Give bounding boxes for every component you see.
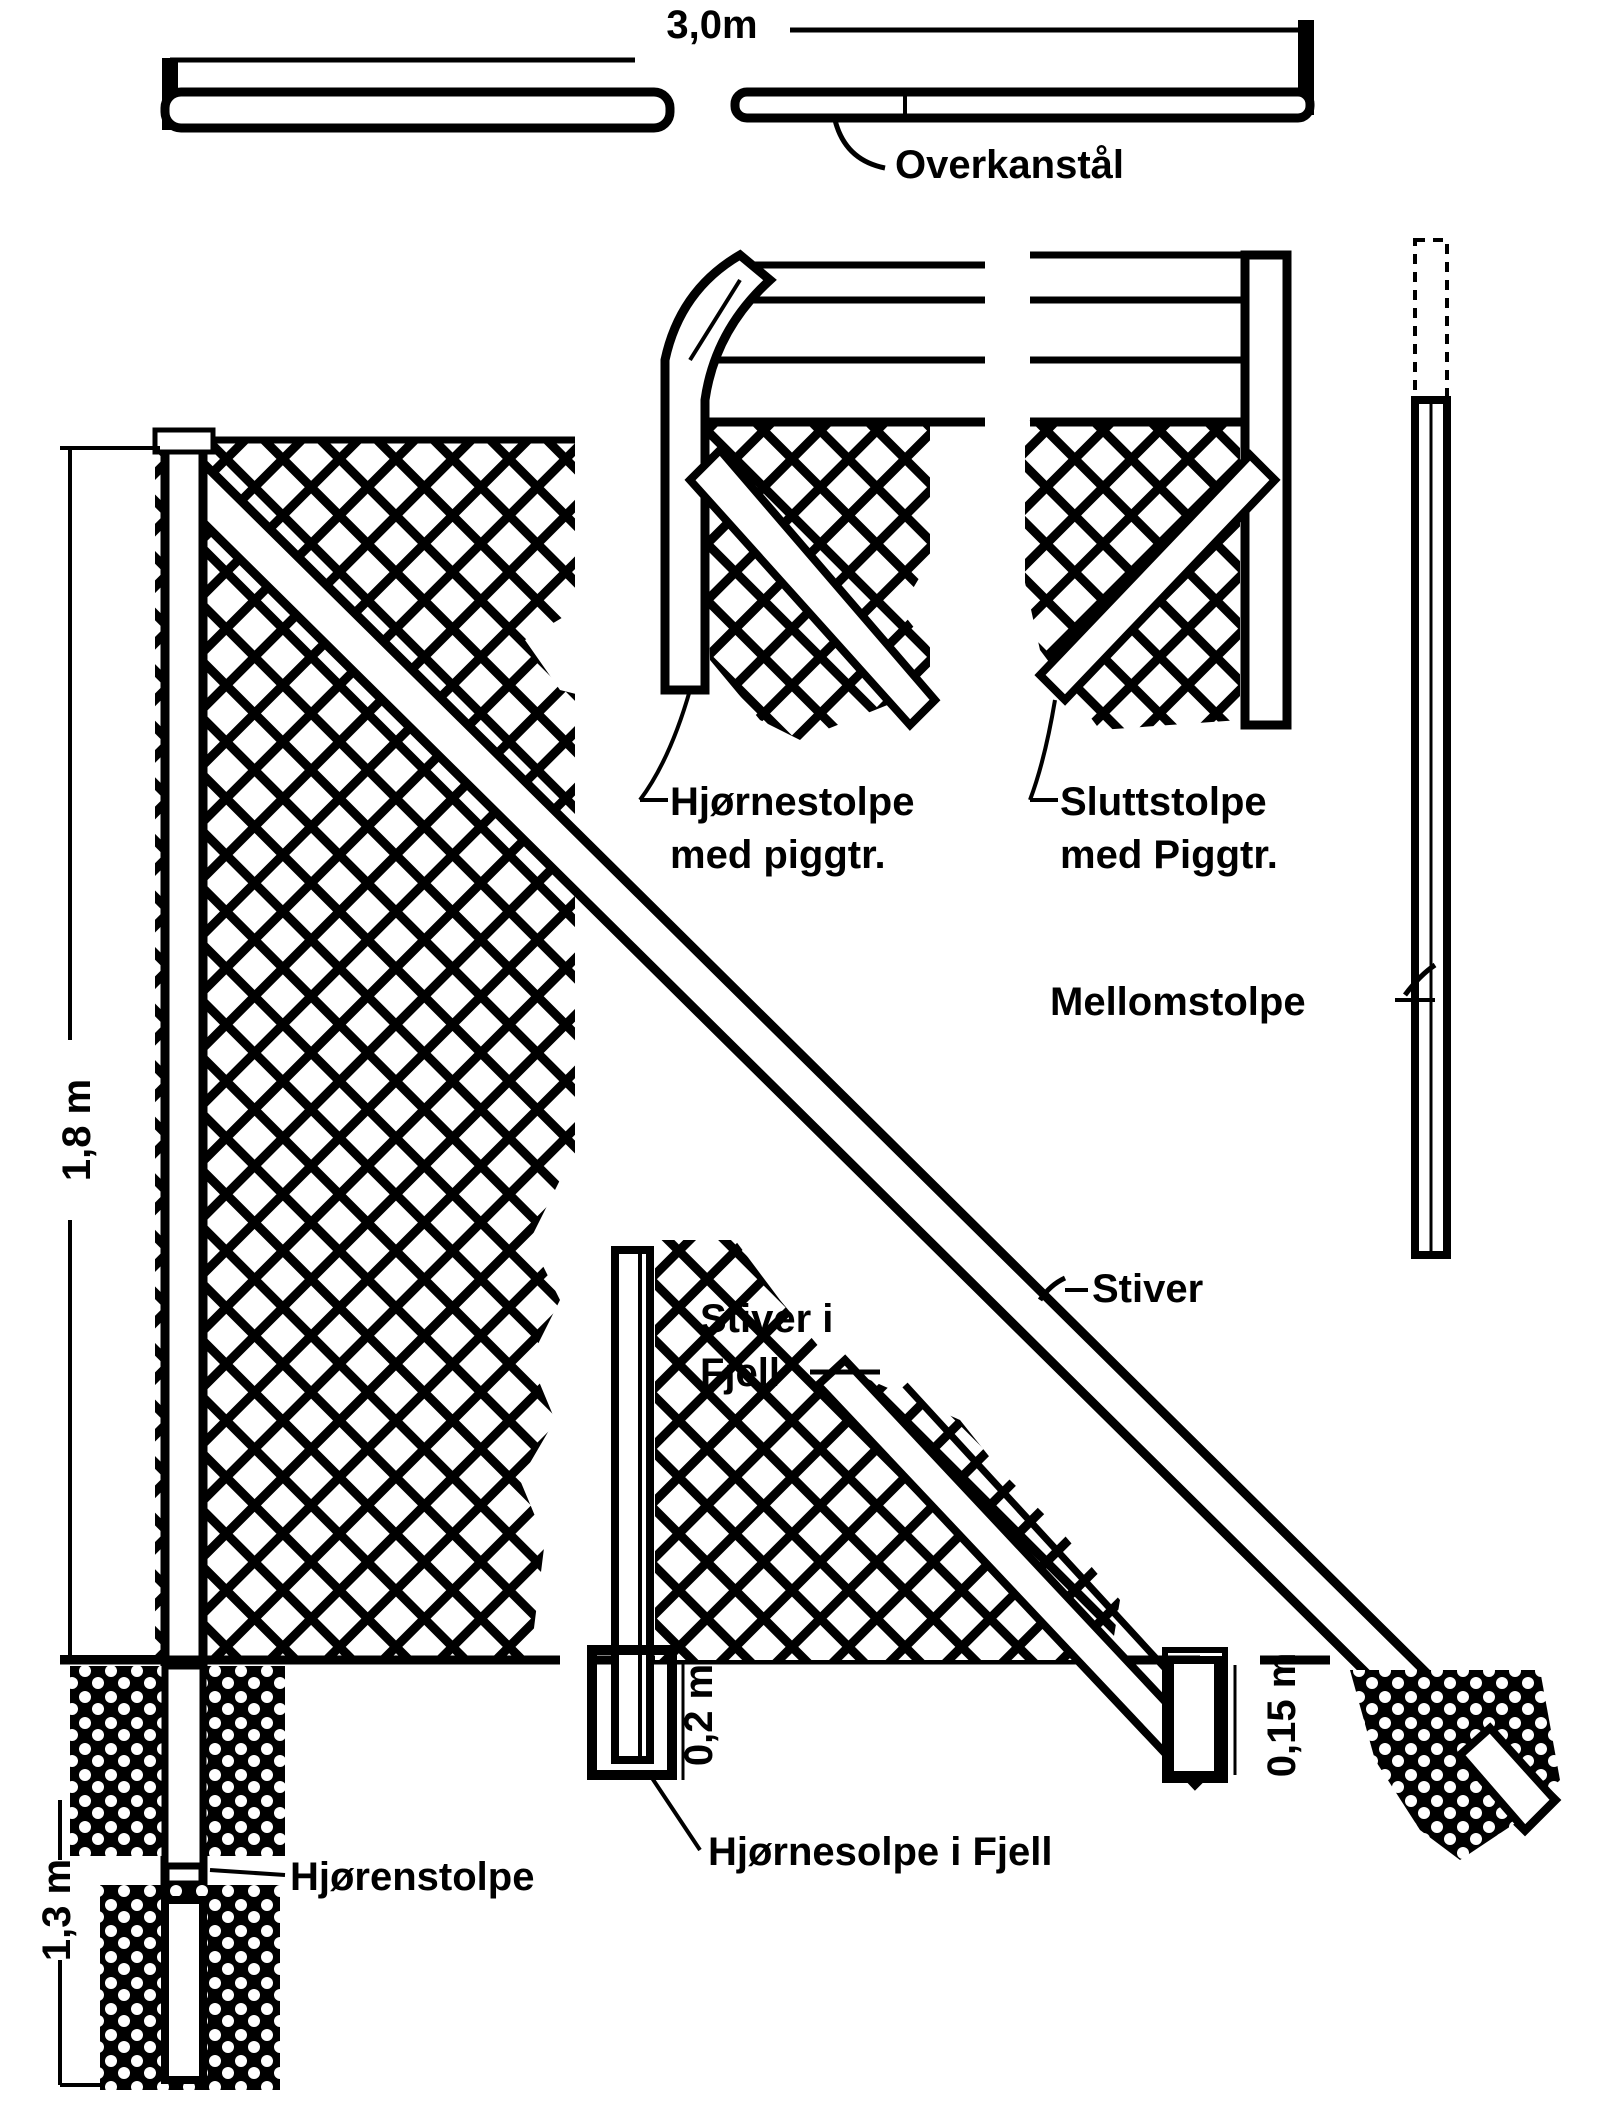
corner-post-label: Hjørenstolpe	[290, 1855, 534, 1899]
rock-depth-post-label: 0,2 m	[677, 1664, 721, 1766]
height-dimension	[60, 446, 160, 1659]
end-post-barbed-label-2: med Piggtr.	[1060, 833, 1278, 877]
end-post-barbed-label-1: Sluttstolpe	[1060, 780, 1267, 824]
main-fence-panel	[152, 427, 1562, 1890]
intermediate-post	[1403, 238, 1451, 1259]
leader-lines	[209, 798, 1435, 1877]
corner-post-barbed-label-2: med piggtr.	[670, 833, 886, 877]
corner-post-in-rock-label: Hjørnesolpe i Fjell	[708, 1830, 1053, 1874]
brace-in-rock-label-2: Fjell	[700, 1351, 780, 1395]
intermediate-post-label: Mellomstolpe	[1050, 980, 1306, 1024]
brace-in-rock-label-1: Stiver i	[700, 1297, 833, 1341]
top-rail	[160, 20, 1315, 171]
corner-post-depth-detail	[58, 1800, 280, 2090]
corner-post-barbed-label-1: Hjørnestolpe	[670, 780, 914, 824]
end-post-barbed-detail	[1025, 250, 1292, 801]
corner-post-barbed-detail	[638, 249, 985, 802]
top-length-label: 3,0m	[666, 3, 757, 47]
fence-height-label: 1,8 m	[55, 1079, 99, 1181]
corner-post-depth-label: 1,3 m	[35, 1859, 79, 1961]
brace-label: Stiver	[1092, 1267, 1203, 1311]
top-rail-label: Overkanstål	[895, 143, 1124, 187]
rock-depth-brace-label: 0,15 m	[1260, 1653, 1304, 1778]
rock-detail	[587, 1240, 1237, 1791]
